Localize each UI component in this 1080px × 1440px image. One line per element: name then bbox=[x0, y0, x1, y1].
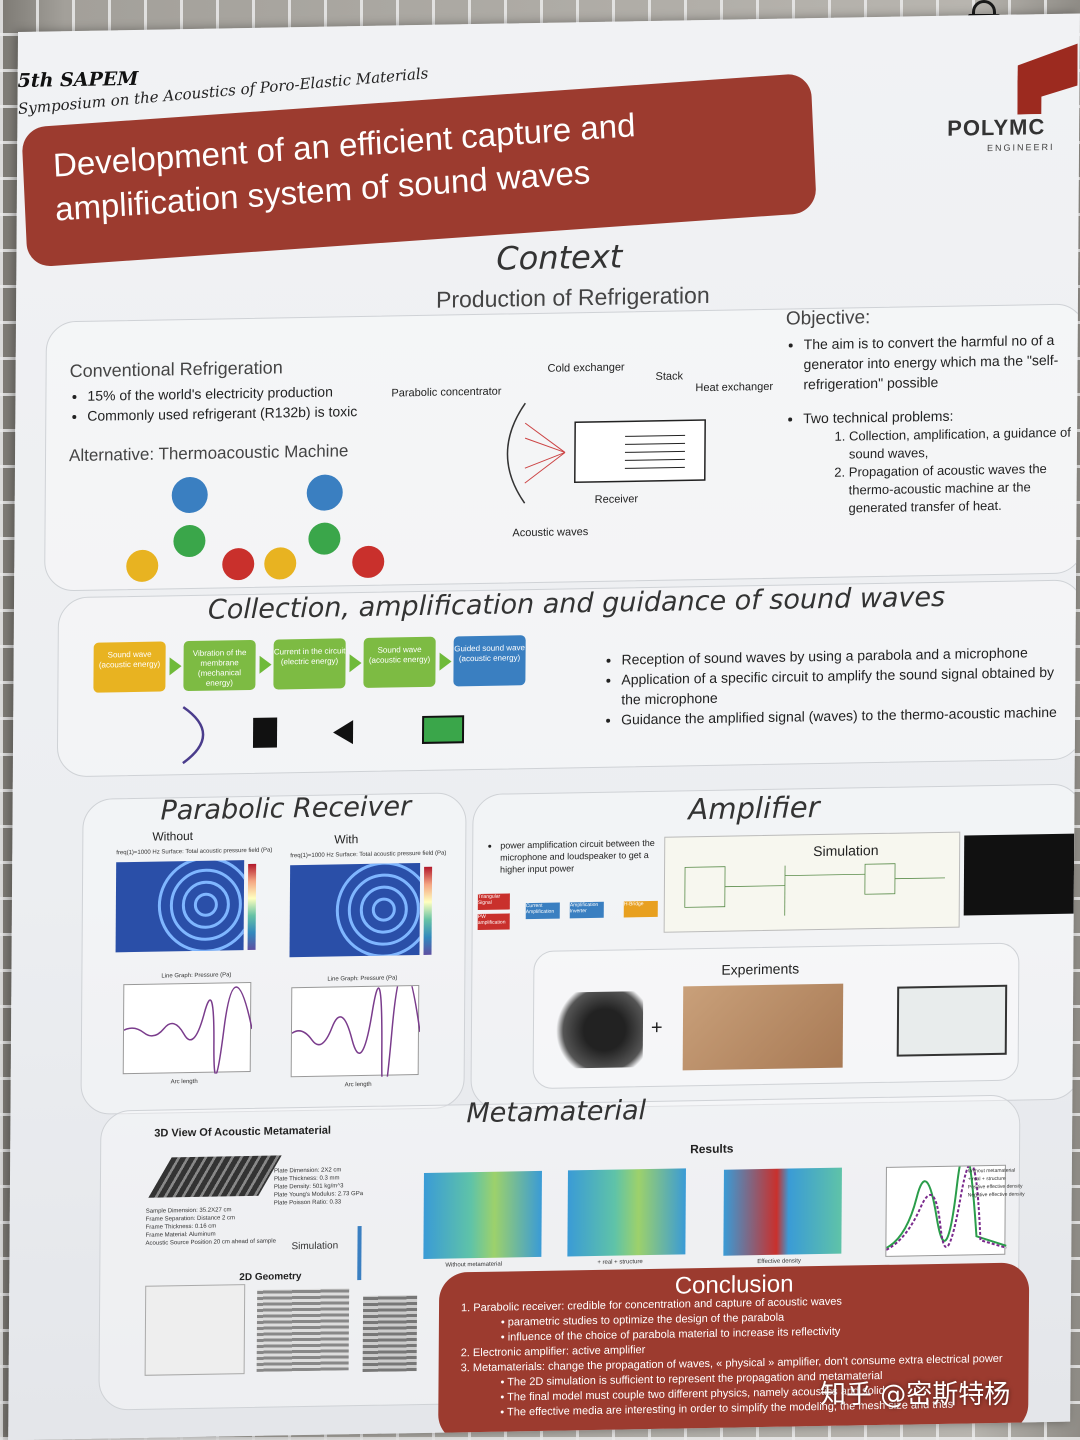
line-title-without: Line Graph: Pressure (Pa) bbox=[161, 972, 232, 980]
conventional-item: Commonly used refrigerant (R132b) is tox… bbox=[87, 400, 399, 425]
line-title-with: Line Graph: Pressure (Pa) bbox=[327, 975, 398, 983]
problems-list: Collection, amplification, a guidance of… bbox=[848, 423, 1079, 517]
line-graph-without bbox=[122, 981, 253, 1075]
label-acoustic-waves: Acoustic waves bbox=[512, 526, 589, 540]
label-parabolic-concentrator: Parabolic concentrator bbox=[391, 385, 502, 400]
flow-arrow-icon bbox=[349, 654, 362, 673]
xlabel-with: Arc length bbox=[344, 1081, 372, 1089]
geometry-plot-2 bbox=[256, 1288, 350, 1372]
problem-item: Collection, amplification, a guidance of… bbox=[849, 423, 1080, 463]
amplifier-desc: power amplification circuit between the … bbox=[482, 837, 662, 876]
colorbar-with bbox=[423, 866, 433, 955]
flow-box-guided: Guided sound wave (acoustic energy) bbox=[453, 635, 526, 687]
loudspeaker-icon bbox=[333, 720, 354, 745]
collection-bullets: Reception of sound waves by using a para… bbox=[603, 642, 1064, 730]
down-arrow-icon bbox=[357, 1226, 362, 1281]
scope-photo bbox=[896, 984, 1008, 1057]
block-triangular: Triangular Signal bbox=[477, 893, 510, 910]
flow-arrow-icon bbox=[259, 655, 272, 674]
flow-arrow-icon bbox=[439, 652, 452, 671]
collection-icons bbox=[182, 706, 465, 765]
pressure-field-without bbox=[115, 860, 245, 953]
result-caption-3: Effective density bbox=[757, 1258, 801, 1266]
logo-sub: ENGINEERI bbox=[987, 141, 1055, 154]
block-hbridge: H-Bridge bbox=[623, 900, 658, 918]
simulation-arrow-label: Simulation bbox=[291, 1240, 339, 1253]
oscilloscope-screen bbox=[963, 833, 1075, 916]
label-cold-exchanger: Cold exchanger bbox=[547, 361, 625, 375]
conclusion-banner: Conclusion 1. Parabolic receiver: credib… bbox=[438, 1262, 1030, 1440]
flow-box-membrane: Vibration of the membrane (mechanical en… bbox=[183, 639, 256, 692]
flow-box-sound-out: Sound wave (acoustic energy) bbox=[363, 636, 436, 688]
label-heat-exchanger: Heat exchanger bbox=[695, 380, 774, 395]
colorbar-without bbox=[247, 863, 257, 951]
result-plot-2 bbox=[567, 1168, 686, 1257]
label-stack: Stack bbox=[655, 370, 684, 383]
parabolic-concentrator-diagram bbox=[506, 402, 706, 504]
poster: 5th SAPEM Symposium on the Acoustics of … bbox=[8, 13, 1080, 1440]
chip-icon bbox=[252, 717, 278, 748]
circuit-photo bbox=[682, 983, 844, 1071]
parabolic-heading: Parabolic Receiver bbox=[160, 791, 412, 827]
cycle-group-1 bbox=[126, 477, 255, 582]
metamaterial-heading: Metamaterial bbox=[466, 1095, 647, 1130]
conventional-refrigeration: Conventional Refrigeration 15% of the wo… bbox=[69, 355, 400, 466]
plus-sign: + bbox=[650, 1016, 663, 1039]
symposium-number: 5th SAPEM bbox=[17, 67, 139, 93]
logo-name: POLYMC bbox=[947, 114, 1046, 141]
geometry-plot-1 bbox=[144, 1284, 246, 1376]
with-label: With bbox=[334, 832, 359, 847]
objective-title: Objective: bbox=[785, 307, 871, 330]
experiments-label: Experiments bbox=[721, 960, 800, 978]
logo-mark-icon bbox=[1017, 43, 1077, 114]
block-current: Current Amplification bbox=[525, 902, 560, 920]
without-label: Without bbox=[152, 828, 194, 844]
headphones-photo bbox=[546, 991, 644, 1069]
block-inverter: Amplification Inverter bbox=[569, 901, 604, 919]
context-subheading: Production of Refrigeration bbox=[435, 281, 710, 313]
pressure-field-with bbox=[289, 862, 421, 958]
amplifier-heading: Amplifier bbox=[688, 790, 820, 827]
cycle-group-2 bbox=[264, 474, 385, 580]
xlabel-without: Arc length bbox=[170, 1078, 198, 1086]
result-legend: Without metamaterial+ real + structure P… bbox=[967, 1167, 1025, 1199]
flow-box-circuit: Current in the circuit (electric energy) bbox=[273, 638, 346, 690]
flow-arrow-icon bbox=[169, 657, 182, 676]
objective-block: Objective: The aim is to convert the har… bbox=[784, 303, 1079, 518]
flow-box-sound-wave: Sound wave (acoustic energy) bbox=[93, 641, 166, 693]
waveguide-icon bbox=[421, 715, 465, 744]
line-graph-with bbox=[290, 969, 421, 1098]
result-caption-1: Without metamaterial bbox=[445, 1261, 503, 1269]
label-receiver: Receiver bbox=[594, 493, 639, 506]
conventional-title: Conventional Refrigeration bbox=[69, 357, 283, 382]
geometry-plot-3 bbox=[362, 1295, 418, 1373]
geometry-label: 2D Geometry bbox=[239, 1271, 302, 1284]
conventional-list: 15% of the world's electricity productio… bbox=[69, 380, 399, 426]
circuit-schematic: Simulation bbox=[663, 831, 961, 933]
objective-text: The aim is to convert the harmful no of … bbox=[803, 329, 1080, 394]
schematic-lines bbox=[684, 863, 945, 916]
result-caption-2: + real + structure bbox=[597, 1259, 643, 1266]
block-pw: PW amplification bbox=[477, 913, 510, 930]
result-plot-1 bbox=[423, 1170, 542, 1259]
parabola-icon bbox=[182, 706, 205, 765]
polymtl-logo: POLYMC ENGINEERI bbox=[947, 74, 1078, 153]
problem-item: Propagation of acoustic waves the thermo… bbox=[848, 459, 1079, 517]
context-heading: Context bbox=[496, 237, 623, 278]
amplifier-block-diagram: Triangular Signal PW amplification Curre… bbox=[477, 891, 678, 944]
zhihu-watermark: 知乎 @密斯特杨 bbox=[820, 1380, 1011, 1410]
result-plot-3 bbox=[723, 1167, 842, 1256]
simulation-label: Simulation bbox=[813, 841, 879, 860]
results-label: Results bbox=[690, 1141, 734, 1157]
thermoacoustic-cycle-diagram bbox=[126, 474, 385, 582]
